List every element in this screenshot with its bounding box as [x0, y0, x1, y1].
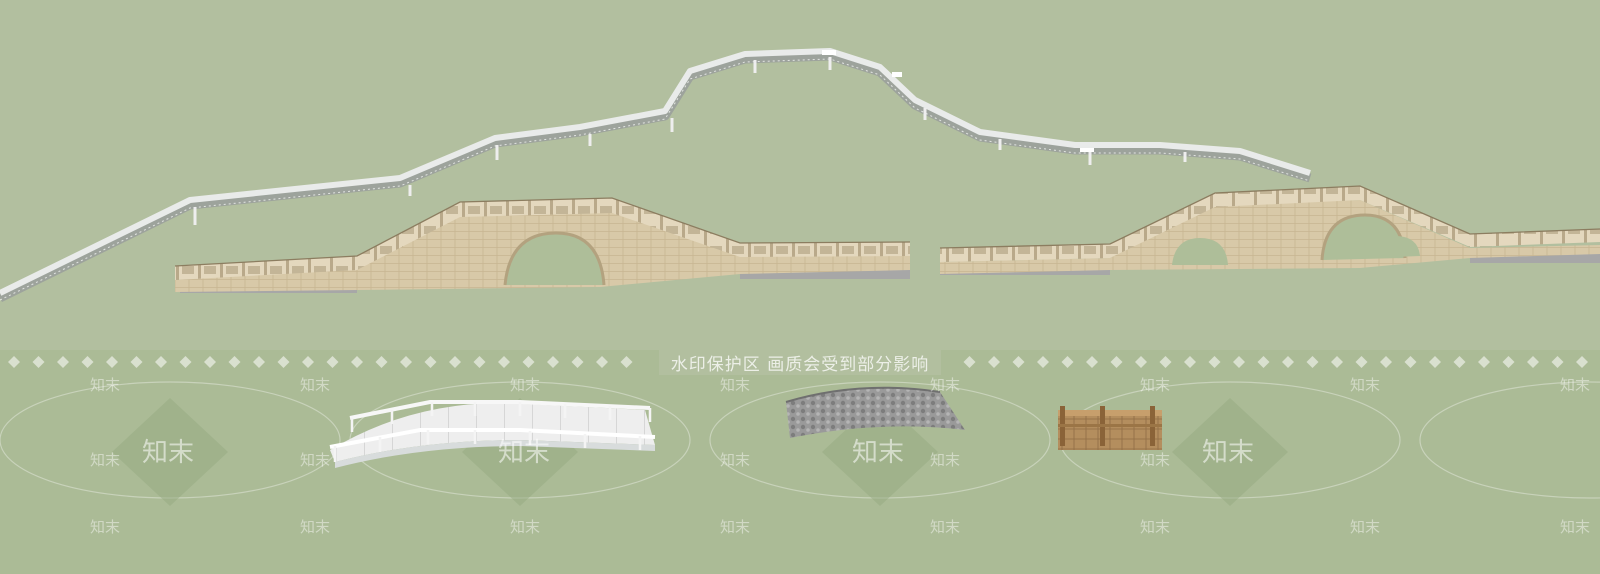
watermark-logo: 知末 — [1202, 438, 1254, 468]
diamond-icon — [1086, 356, 1098, 368]
diamond-icon — [57, 356, 69, 368]
watermark-small-logo: 知末 — [90, 376, 120, 394]
diamond-icon — [1453, 356, 1466, 368]
watermark-small-logo: 知末 — [510, 518, 540, 536]
diamond-icon — [326, 356, 339, 368]
wooden-footbridge — [1058, 406, 1162, 450]
diamond-icon — [253, 356, 265, 368]
rock-arch-bridge — [785, 386, 965, 438]
diamond-marker-row — [8, 356, 1588, 368]
diamond-icon — [1478, 356, 1490, 368]
watermark-small-logo: 知末 — [930, 376, 960, 394]
watermark-small-logo: 知末 — [930, 451, 960, 469]
watermark-small-logo: 知末 — [720, 451, 750, 469]
watermark-logo-text: 知末 知末 知末 知末 — [142, 438, 1254, 468]
watermark-small-logo: 知末 — [1560, 518, 1590, 536]
diamond-icon — [449, 356, 461, 368]
watermark-small-logo: 知末 — [300, 451, 330, 469]
diamond-icon — [81, 356, 94, 368]
diamond-icon — [1159, 356, 1172, 368]
diamond-icon — [1306, 356, 1319, 368]
diamond-icon — [473, 356, 486, 368]
watermark-small-logo: 知末 — [1140, 451, 1170, 469]
watermark-small-logo: 知末 — [90, 451, 120, 469]
diamond-icon — [8, 356, 20, 368]
stone-arch-bridge-left — [174, 197, 911, 293]
watermark-logo: 知末 — [142, 438, 194, 468]
diamond-icon — [1135, 356, 1147, 368]
watermark-logo: 知末 — [852, 438, 904, 468]
diamond-icon — [596, 356, 608, 368]
diamond-icon — [302, 356, 314, 368]
diamond-icon — [522, 356, 535, 368]
diamond-icon — [1233, 356, 1245, 368]
watermark-small-logo: 知末 — [510, 376, 540, 394]
diamond-icon — [277, 356, 290, 368]
diamond-icon — [155, 356, 167, 368]
watermark-small-logo: 知末 — [720, 518, 750, 536]
diamond-icon — [988, 356, 1000, 368]
watermark-small-logo: 知末 — [720, 376, 750, 394]
diamond-icon — [130, 356, 143, 368]
diamond-icon — [1012, 356, 1025, 368]
diamond-icon — [1380, 356, 1392, 368]
diamond-icon — [1208, 356, 1221, 368]
stone-arch-bridge-right — [939, 185, 1600, 275]
diamond-icon — [1429, 356, 1441, 368]
watermark-small-logo: 知末 — [1140, 376, 1170, 394]
diamond-icon — [620, 356, 633, 368]
watermark-small-logo: 知末 — [1350, 376, 1380, 394]
diamond-icon — [1282, 356, 1294, 368]
watermark-small-logo: 知末 — [930, 518, 960, 536]
diamond-icon — [400, 356, 412, 368]
diamond-icon — [32, 356, 45, 368]
diamond-icon — [106, 356, 118, 368]
watermark-logo: 知末 — [498, 438, 550, 468]
diamond-icon — [498, 356, 510, 368]
diamond-icon — [179, 356, 192, 368]
watermark-small-logo: 知末 — [300, 518, 330, 536]
diamond-icon — [1502, 356, 1515, 368]
watermark-small-logo: 知末 — [90, 518, 120, 536]
diamond-icon — [204, 356, 216, 368]
diamond-icon — [1404, 356, 1417, 368]
diamond-icon — [1184, 356, 1196, 368]
diamond-icon — [1331, 356, 1343, 368]
watermark-small-logo: 知末 — [1350, 518, 1380, 536]
diamond-icon — [424, 356, 437, 368]
diamond-icon — [375, 356, 388, 368]
diamond-icon — [1527, 356, 1539, 368]
watermark-small-logo: 知末 — [1560, 376, 1590, 394]
long-curved-walkway — [0, 48, 1312, 303]
watermark-small-logo: 知末 — [1140, 518, 1170, 536]
diamond-icon — [1037, 356, 1049, 368]
diamond-icon — [1355, 356, 1368, 368]
lower-band — [0, 350, 1600, 574]
diamond-icon — [1061, 356, 1074, 368]
diamond-icon — [963, 356, 976, 368]
diamond-icon — [228, 356, 241, 368]
diamond-icon — [571, 356, 584, 368]
diamond-icon — [547, 356, 559, 368]
watermark-text-grid: 知末知末知末知末知末知末知末知末知末知末知末知末知末知末知末知末知末知末知末知末… — [90, 376, 1590, 536]
diamond-icon — [1110, 356, 1123, 368]
diamond-icon — [1257, 356, 1270, 368]
diamond-icon — [351, 356, 363, 368]
white-arched-footbridge — [329, 400, 656, 468]
watermark-small-logo: 知末 — [300, 376, 330, 394]
diamond-icon — [1576, 356, 1588, 368]
diamond-icon — [1551, 356, 1564, 368]
